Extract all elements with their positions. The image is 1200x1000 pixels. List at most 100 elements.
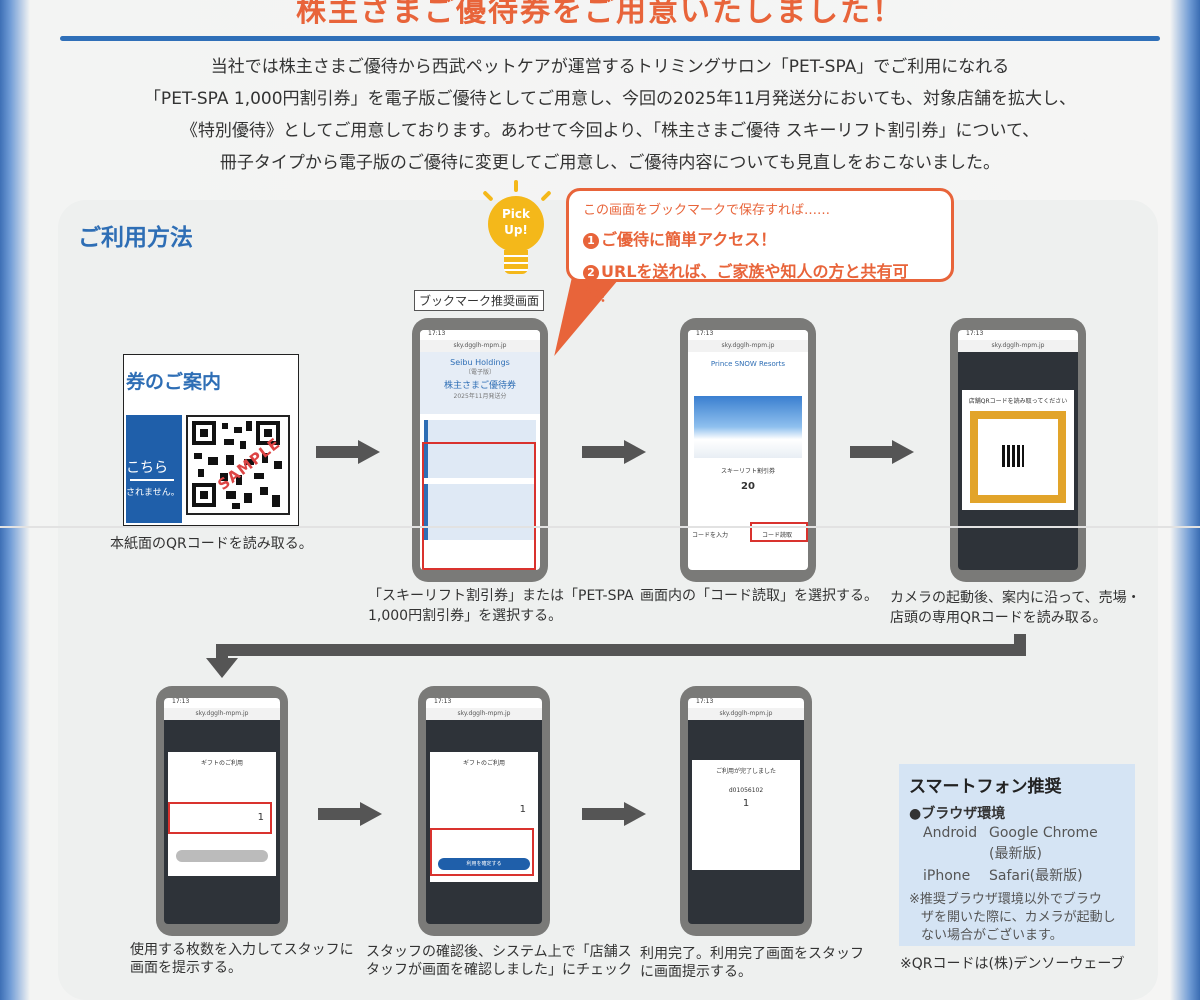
phone-bookmark-screen: 17:13 sky.dgglh-mpm.jp Seibu Holdings 〔電…	[412, 318, 548, 582]
right-arrow-icon	[582, 802, 646, 826]
step-5-caption-2: 画面を提示する。	[130, 960, 242, 976]
browser-note: ※推奨ブラウザ環境以外でブラウ ザを開いた際に、カメラが起動し ない場合がござい…	[909, 891, 1125, 945]
quantity-value[interactable]: 1	[257, 812, 264, 823]
step-6-caption-1: スタッフの確認後、システム上で「店舗ス	[366, 944, 632, 960]
iphone-label: iPhone	[923, 868, 971, 884]
paper-fold	[0, 526, 1200, 528]
phone-screen: 17:13 sky.dgglh-mpm.jp 店舗QRコードを読み取ってください	[958, 330, 1078, 570]
pet-spa-ticket-banner[interactable]	[424, 484, 536, 540]
code-scan-button[interactable]: コード読取	[762, 532, 793, 539]
right-arrow-icon	[316, 440, 380, 464]
callout-point-1-text: ご優待に簡単アクセス！	[601, 230, 777, 249]
number-1-icon: 1	[583, 232, 599, 249]
phone-screen: 17:13 sky.dgglh-mpm.jp Prince SNOW Resor…	[688, 330, 808, 570]
status-bar: 17:13	[688, 698, 804, 708]
right-arrow-icon	[582, 440, 646, 464]
intro-line-3: 《特別優待》としてご用意しております。あわせて今回より、「株主さまご優待 スキー…	[180, 121, 1040, 141]
voucher-title: 株主さまご優待券	[443, 381, 516, 391]
right-arrow-icon	[850, 440, 914, 464]
gift-title: ギフトのご利用	[200, 760, 243, 767]
iphone-browser: Safari(最新版)	[989, 868, 1083, 884]
url-bar: sky.dgglh-mpm.jp	[164, 708, 280, 720]
number-2-icon: 2	[583, 264, 599, 281]
pickup-line-1: Pick	[501, 207, 530, 221]
qr-code-image: SAMPLE	[186, 415, 290, 515]
gift-title: ギフトのご利用	[462, 760, 505, 767]
browser-note-2: ザを開いた際に、カメラが起動し	[921, 910, 1116, 925]
bookmark-label: ブックマーク推奨画面	[414, 290, 545, 311]
down-arrow-icon	[206, 658, 238, 678]
qr-code-icon	[1002, 445, 1024, 467]
selection-highlight	[750, 522, 808, 542]
android-version: (最新版)	[989, 846, 1042, 862]
selection-highlight	[168, 802, 272, 834]
intro-line-4: 冊子タイプから電子版のご優待に変更してご用意し、ご優待内容についても見直しをおこ…	[219, 153, 1001, 173]
android-label: Android	[923, 825, 978, 841]
issue-date: 2025年11月発送分	[453, 393, 507, 400]
confirm-button[interactable]	[176, 850, 268, 862]
ski-photo	[694, 396, 802, 458]
qr-card-side-text-1: こちら	[126, 460, 168, 476]
qr-card-side: こちら されません。	[126, 415, 182, 523]
qr-trademark-note: ※QRコードは(株)デンソーウェーブ	[900, 956, 1125, 972]
camera-frame	[970, 411, 1066, 503]
phone-staff-confirm-screen: 17:13 sky.dgglh-mpm.jp ギフトのご利用 1 利用を確定する	[418, 686, 550, 936]
browser-env-title: ●ブラウザ環境	[909, 806, 1006, 822]
return-arrow-line	[216, 644, 1026, 656]
step-7-caption-1: 利用完了。利用完了画面をスタッフ	[640, 946, 864, 962]
complete-title: ご利用が完了しました	[715, 768, 776, 775]
url-bar: sky.dgglh-mpm.jp	[426, 708, 542, 720]
phone-screen: 17:13 sky.dgglh-mpm.jp ギフトのご利用 1	[164, 698, 280, 924]
right-arrow-icon	[318, 802, 382, 826]
return-arrow-stub	[1014, 634, 1026, 654]
iphone-row: iPhone Safari(最新版)	[909, 865, 1125, 885]
step-3-caption: 画面内の「コード読取」を選択する。	[640, 588, 878, 604]
intro-line-1: 当社では株主さまご優待から西武ペットケアが運営するトリミングサロン「PET-SP…	[210, 57, 1010, 77]
scan-instruction: 店舗QRコードを読み取ってください	[968, 398, 1068, 405]
step-7-caption-2: に画面提示する。	[640, 964, 752, 980]
status-bar: 17:13	[420, 330, 540, 340]
phone-ticket-screen: 17:13 sky.dgglh-mpm.jp Prince SNOW Resor…	[680, 318, 816, 582]
headline: 株主さまご優待券をご用意いたしました！	[296, 0, 904, 29]
header-rule	[60, 36, 1160, 41]
seibu-brand: Seibu Holdings	[450, 358, 510, 367]
return-arrow-drop	[216, 644, 228, 660]
usage-title: ご利用方法	[78, 225, 193, 251]
status-bar: 17:13	[688, 330, 808, 340]
status-bar: 17:13	[164, 698, 280, 708]
step-6-caption-2: タッフが画面を確認しました」にチェック	[366, 962, 632, 978]
url-bar: sky.dgglh-mpm.jp	[688, 708, 804, 720]
phone-screen: 17:13 sky.dgglh-mpm.jp Seibu Holdings 〔電…	[420, 330, 540, 570]
browser-note-1: ※推奨ブラウザ環境以外でブラウ	[909, 892, 1102, 907]
status-bar: 17:13	[426, 698, 542, 708]
finalize-button[interactable]: 利用を確定する	[438, 858, 530, 870]
url-bar: sky.dgglh-mpm.jp	[958, 340, 1078, 352]
step-4-caption-2: 店頭の専用QRコードを読み取る。	[890, 610, 1107, 626]
quantity-value[interactable]: 1	[519, 804, 526, 815]
bulb-ray	[514, 180, 518, 192]
android-row: Android Google Chrome	[909, 825, 1125, 841]
status-bar: 17:13	[958, 330, 1078, 340]
step-1-caption: 本紙面のQRコードを読み取る。	[110, 536, 313, 552]
qr-pattern-icon	[192, 421, 282, 509]
code-input-button[interactable]: コードを入力	[692, 532, 729, 539]
phone-quantity-screen: 17:13 sky.dgglh-mpm.jp ギフトのご利用 1	[156, 686, 288, 936]
selection-highlight	[430, 828, 534, 876]
edition-label: 〔電子版〕	[464, 369, 495, 376]
android-browser: Google Chrome	[989, 825, 1098, 841]
used-quantity: 1	[742, 798, 750, 809]
pickup-line-2: Up!	[504, 223, 528, 237]
ski-ticket-banner[interactable]	[424, 420, 536, 478]
phone-camera-screen: 17:13 sky.dgglh-mpm.jp 店舗QRコードを読み取ってください	[950, 318, 1086, 582]
url-bar: sky.dgglh-mpm.jp	[420, 340, 540, 352]
step-2-caption-1: 「スキーリフト割引券」または「PET-SPA	[368, 588, 634, 604]
browser-note-3: ない場合がございます。	[921, 928, 1063, 943]
phone-screen: 17:13 sky.dgglh-mpm.jp ギフトのご利用 1 利用を確定する	[426, 698, 542, 924]
smartphone-heading: スマートフォン推奨	[909, 777, 1062, 797]
qr-card: 券のご案内 こちら されません。 SAMPLE	[123, 354, 299, 526]
selection-highlight	[422, 442, 536, 570]
phone-screen: 17:13 sky.dgglh-mpm.jp ご利用が完了しました d01056…	[688, 698, 804, 924]
